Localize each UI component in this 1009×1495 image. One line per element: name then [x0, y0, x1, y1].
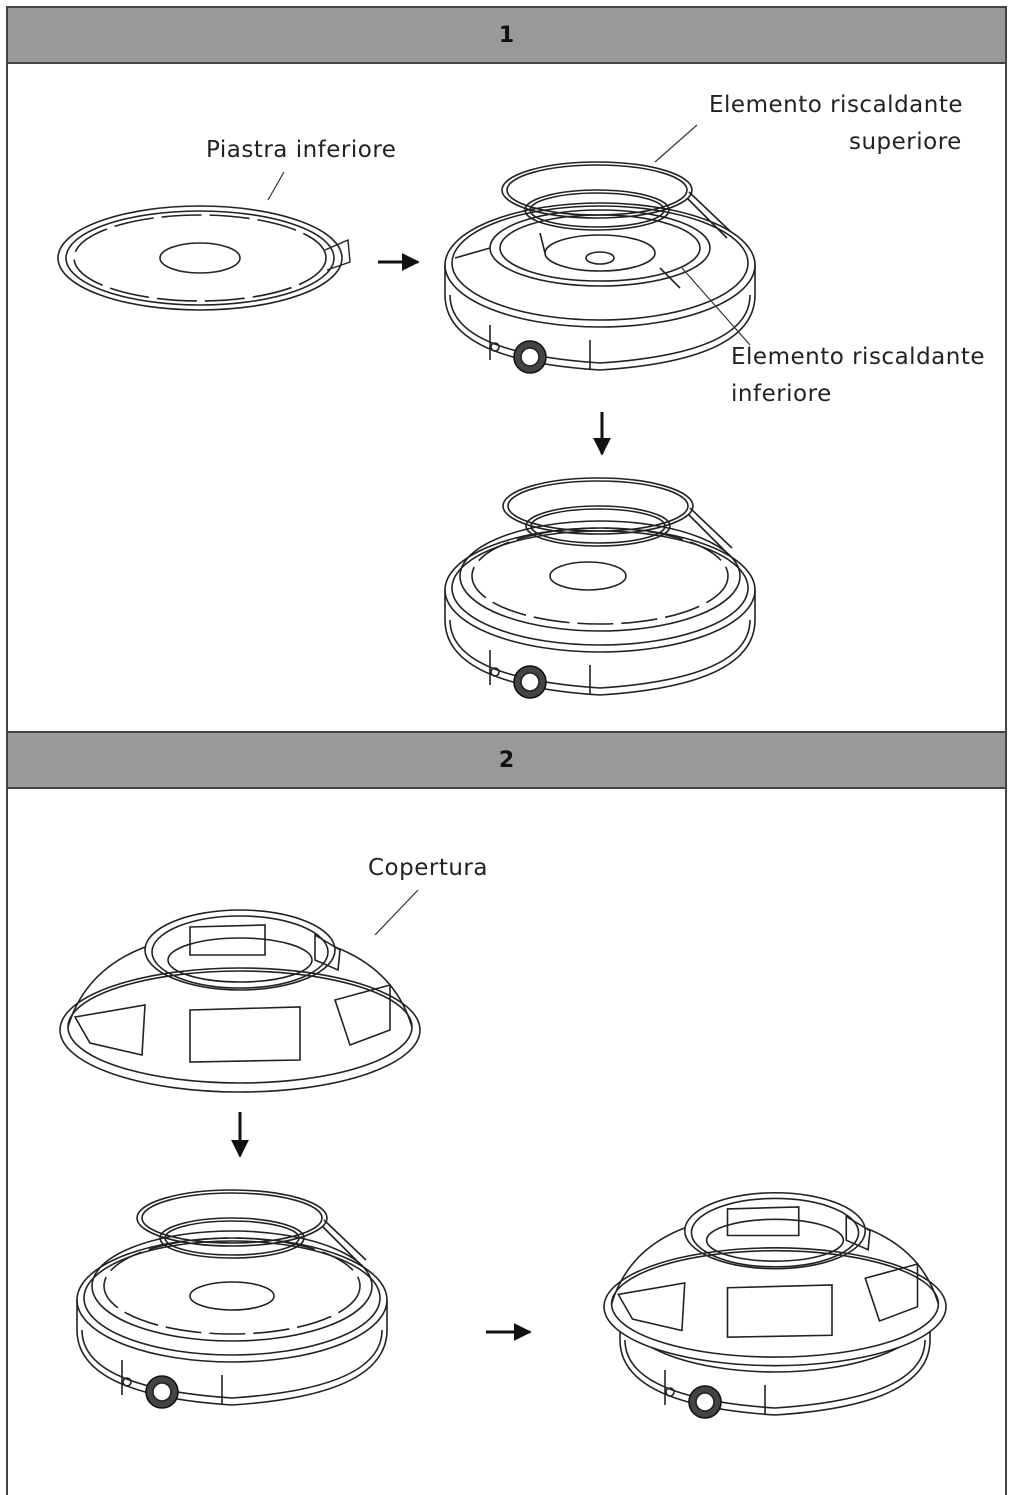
step-2-number: 2 — [498, 747, 515, 773]
base-with-plate-figure — [444, 477, 756, 699]
upper-element-label-line2: superiore — [849, 129, 962, 155]
cover-label: Copertura — [368, 855, 488, 881]
step-1-number: 1 — [498, 22, 515, 48]
lower-element-leader — [682, 268, 750, 345]
upper-element-label-line1: Elemento riscaldante — [709, 92, 964, 118]
cover-leader — [375, 890, 418, 935]
bottom-plate-figure — [57, 205, 350, 311]
step-2-header: 2 — [6, 731, 1007, 789]
base-before-cover-figure — [76, 1189, 388, 1409]
cover-figure — [59, 909, 421, 1093]
bottom-plate-leader — [268, 172, 284, 200]
lower-element-label-line1: Elemento riscaldante — [731, 344, 986, 370]
base-with-elements-figure — [444, 161, 756, 374]
lower-element-label-line2: inferiore — [731, 381, 832, 407]
step-1-header: 1 — [6, 6, 1007, 64]
upper-element-leader — [655, 125, 697, 162]
bottom-plate-label: Piastra inferiore — [206, 137, 397, 163]
assembled-unit-figure — [603, 1191, 947, 1419]
